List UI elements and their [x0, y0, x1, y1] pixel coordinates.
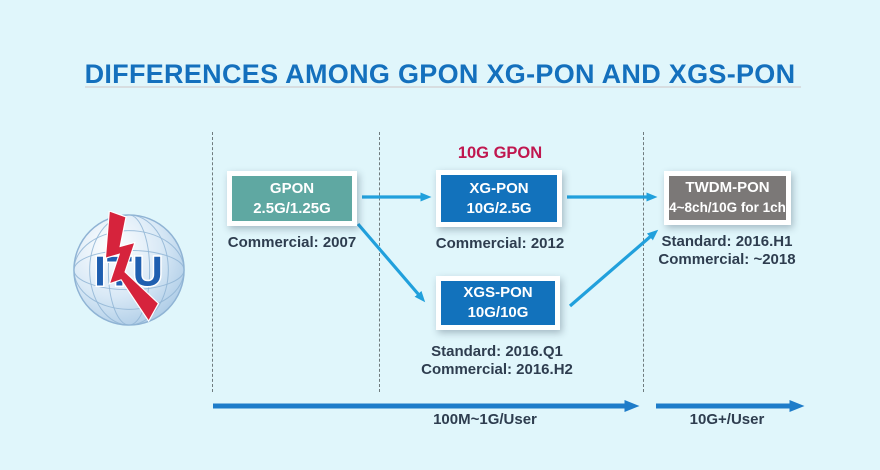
node-xgs-pon-name: XGS-PON [463, 284, 533, 301]
note-gpon-line1: Commercial: 2007 [227, 234, 357, 251]
note-xg-pon-line1: Commercial: 2012 [435, 235, 565, 252]
dashed-separator-1 [212, 132, 213, 392]
note-xg-pon: Commercial: 2012 [424, 235, 576, 253]
dashed-separator-2 [379, 132, 380, 392]
arrow-xgspon-to-twdm [568, 229, 659, 308]
note-gpon: Commercial: 2007 [217, 234, 367, 252]
title-divider [85, 86, 801, 88]
note-xgs-pon-line2: Commercial: 2016.H2 [421, 361, 573, 378]
page-title: DIFFERENCES AMONG GPON XG-PON AND XGS-PO… [84, 59, 796, 89]
note-twdm-pon-line1: Standard: 2016.H1 [661, 233, 793, 250]
node-xg-pon-name: XG-PON [469, 179, 529, 197]
node-gpon-rate: 2.5G/1.25G [253, 199, 331, 217]
node-xgs-pon: XGS-PON 10G/10G [436, 276, 560, 330]
annotation-10g-gpon: 10G GPON [457, 144, 543, 162]
node-twdm-pon: TWDM-PON 4~8ch/10G for 1ch [664, 171, 791, 225]
note-twdm-pon-line2: Commercial: ~2018 [658, 251, 796, 268]
node-gpon: GPON 2.5G/1.25G [227, 171, 357, 226]
node-xg-pon-rate: 10G/2.5G [466, 199, 532, 217]
itu-logo: ITU [73, 211, 185, 326]
globe-icon [73, 214, 185, 326]
node-twdm-pon-name: TWDM-PON [685, 179, 770, 196]
dashed-separator-3 [643, 132, 644, 392]
node-gpon-name: GPON [269, 179, 315, 197]
timeline-label-left: 100M~1G/User [433, 411, 537, 428]
arrow-gpon-to-xgspon [356, 222, 426, 303]
node-xgs-pon-rate: 10G/10G [467, 304, 529, 321]
node-xg-pon: XG-PON 10G/2.5G [436, 170, 562, 227]
note-xgs-pon: Standard: 2016.Q1 Commercial: 2016.H2 [407, 343, 587, 379]
note-xgs-pon-line1: Standard: 2016.Q1 [431, 343, 563, 360]
note-twdm-pon: Standard: 2016.H1 Commercial: ~2018 [647, 233, 807, 269]
lightning-bolt-icon [104, 211, 160, 323]
node-twdm-pon-rate: 4~8ch/10G for 1ch [669, 200, 786, 215]
timeline-label-right: 10G+/User [689, 411, 765, 428]
